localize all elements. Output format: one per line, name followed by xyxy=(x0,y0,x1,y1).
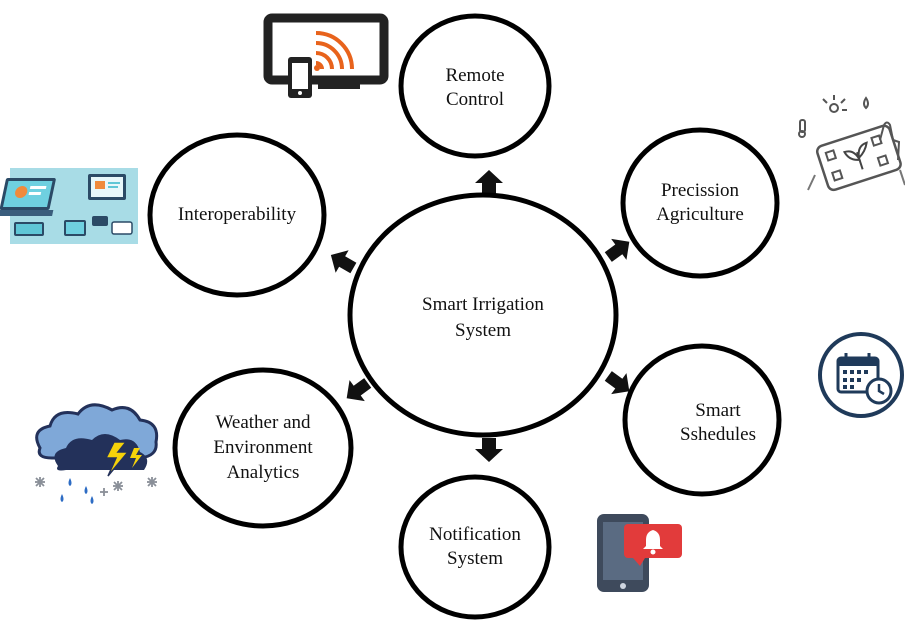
smart-schedules-label-line2: Sshedules xyxy=(680,424,756,445)
node-precision-agriculture: Precission Agriculture xyxy=(620,127,780,279)
weather-analytics-label-line3: Analytics xyxy=(227,462,300,483)
center-label-line1: Smart Irrigation xyxy=(422,294,544,315)
node-notification-system: Notification System xyxy=(398,474,552,620)
calendar-clock-icon xyxy=(818,332,904,418)
arrow-to-notification-system xyxy=(475,438,503,462)
connected-devices-icon xyxy=(0,168,138,244)
remote-control-label-line2: Control xyxy=(446,89,504,110)
node-interoperability: Interoperability xyxy=(147,132,327,298)
arrow-to-interoperability xyxy=(330,250,357,274)
node-smart-schedules: Smart Sshedules xyxy=(622,343,782,497)
weather-analytics-label-line2: Environment xyxy=(213,437,313,458)
arrows xyxy=(330,170,630,462)
storm-cloud-lightning-icon xyxy=(35,403,159,504)
arrow-to-smart-schedules xyxy=(604,371,630,395)
smart-farming-sensor-icon xyxy=(798,95,905,192)
smart-schedules-label-line1: Smart xyxy=(695,400,741,421)
weather-analytics-label-line1: Weather and xyxy=(216,412,312,433)
notification-system-label-line2: System xyxy=(447,548,503,569)
center-node: Smart Irrigation System xyxy=(347,192,619,438)
precision-agriculture-label-line2: Agriculture xyxy=(656,204,744,225)
node-weather-analytics: Weather and Environment Analytics xyxy=(172,367,354,529)
monitor-phone-wifi-icon xyxy=(263,13,389,98)
node-remote-control: Remote Control xyxy=(398,13,552,159)
arrow-to-precision-agriculture xyxy=(604,238,630,262)
notification-system-label-line1: Notification xyxy=(429,524,521,545)
precision-agriculture-label-line1: Precission xyxy=(661,180,740,201)
arrow-to-weather-analytics xyxy=(346,378,372,402)
center-label-line2: System xyxy=(455,320,511,341)
interoperability-label: Interoperability xyxy=(178,204,297,225)
phone-notification-bell-icon xyxy=(597,514,682,592)
remote-control-label-line1: Remote xyxy=(445,65,504,86)
arrow-to-remote-control xyxy=(475,170,503,194)
